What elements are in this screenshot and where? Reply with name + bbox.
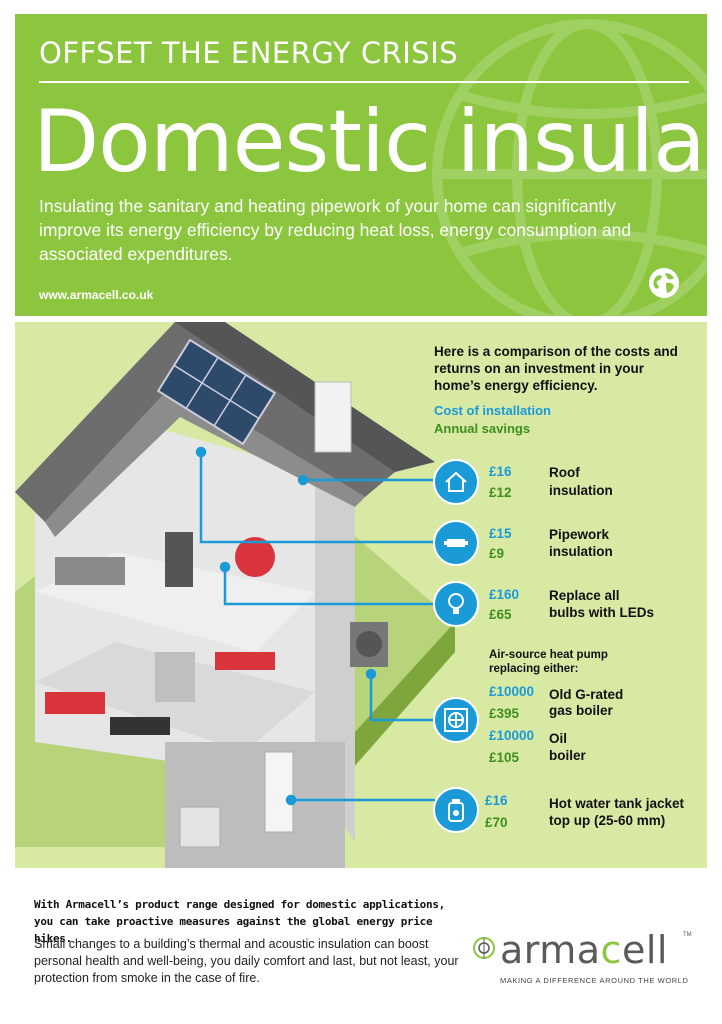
- comparison-intro: Here is a comparison of the costs and re…: [434, 344, 678, 393]
- footer-highlight-line: With Armacell’s product range designed f…: [34, 898, 445, 911]
- tank-icon: [433, 787, 479, 833]
- footer-highlight: With Armacell’s product range designed f…: [34, 896, 454, 947]
- pipe-icon: [433, 520, 479, 566]
- pipework-cost: £15: [489, 526, 512, 541]
- trademark-mark: TM: [683, 932, 692, 938]
- tank-cost: £16: [485, 793, 508, 808]
- roof-savings: £12: [489, 485, 512, 500]
- intro-paragraph: Insulating the sanitary and heating pipe…: [39, 196, 632, 264]
- kicker-heading: OFFSET THE ENERGY CRISIS: [39, 36, 459, 70]
- bulb-icon: [433, 581, 479, 627]
- oil-boiler-savings: £105: [489, 750, 520, 765]
- oil-boiler-label: Oil: [549, 731, 568, 746]
- footer-paragraph: Small changes to a building’s thermal an…: [34, 937, 459, 985]
- pipework-label-2: insulation: [549, 544, 613, 559]
- oil-boiler-label-2: boiler: [549, 748, 586, 763]
- gas-boiler-cost: £10000: [489, 684, 535, 699]
- led-cost: £160: [489, 587, 520, 602]
- heatpump-heading: Air-source heat pump: [489, 649, 608, 661]
- header-banner: OFFSET THE ENERGY CRISIS Domestic insula…: [15, 14, 707, 316]
- house-icon: [433, 459, 479, 505]
- divider: [39, 81, 689, 83]
- website-link[interactable]: www.armacell.co.uk: [39, 288, 154, 302]
- led-label-2: bulbs with LEDs: [549, 605, 655, 620]
- legend-cost: Cost of installation: [434, 403, 551, 418]
- oil-boiler-cost: £10000: [489, 728, 535, 743]
- fan-icon: [433, 697, 479, 743]
- heatpump-heading-2: replacing either:: [489, 663, 579, 675]
- house-infographic-panel: Here is a comparison of the costs and re…: [15, 322, 707, 868]
- tank-label-2: top up (25-60 mm): [549, 813, 666, 828]
- led-label: Replace all: [549, 588, 620, 603]
- roof-cost: £16: [489, 464, 512, 479]
- globe-icon: [649, 268, 679, 298]
- page-title: Domestic insulation: [33, 92, 707, 192]
- logo-wordmark: armacell: [500, 928, 668, 972]
- gas-boiler-label: Old G-rated: [549, 687, 624, 702]
- globe-pattern-decoration: [432, 19, 707, 316]
- gas-boiler-savings: £395: [489, 706, 520, 721]
- led-savings: £65: [489, 607, 512, 622]
- footer-highlight-line: you can take proactive measures against …: [34, 915, 433, 945]
- roof-label: Roof: [549, 465, 580, 480]
- tank-savings: £70: [485, 815, 508, 830]
- pipework-savings: £9: [489, 546, 505, 561]
- roof-label-2: insulation: [549, 483, 613, 498]
- legend-savings: Annual savings: [434, 421, 531, 436]
- pipework-label: Pipework: [549, 527, 610, 542]
- logo-mark-icon: [473, 937, 495, 959]
- house-illustration: [15, 322, 455, 868]
- gas-boiler-label-2: gas boiler: [549, 703, 613, 718]
- tank-label: Hot water tank jacket: [549, 796, 685, 811]
- armacell-logo[interactable]: armacell TM MAKING A DIFFERENCE AROUND T…: [472, 928, 692, 988]
- logo-tagline: MAKING A DIFFERENCE AROUND THE WORLD: [500, 976, 689, 985]
